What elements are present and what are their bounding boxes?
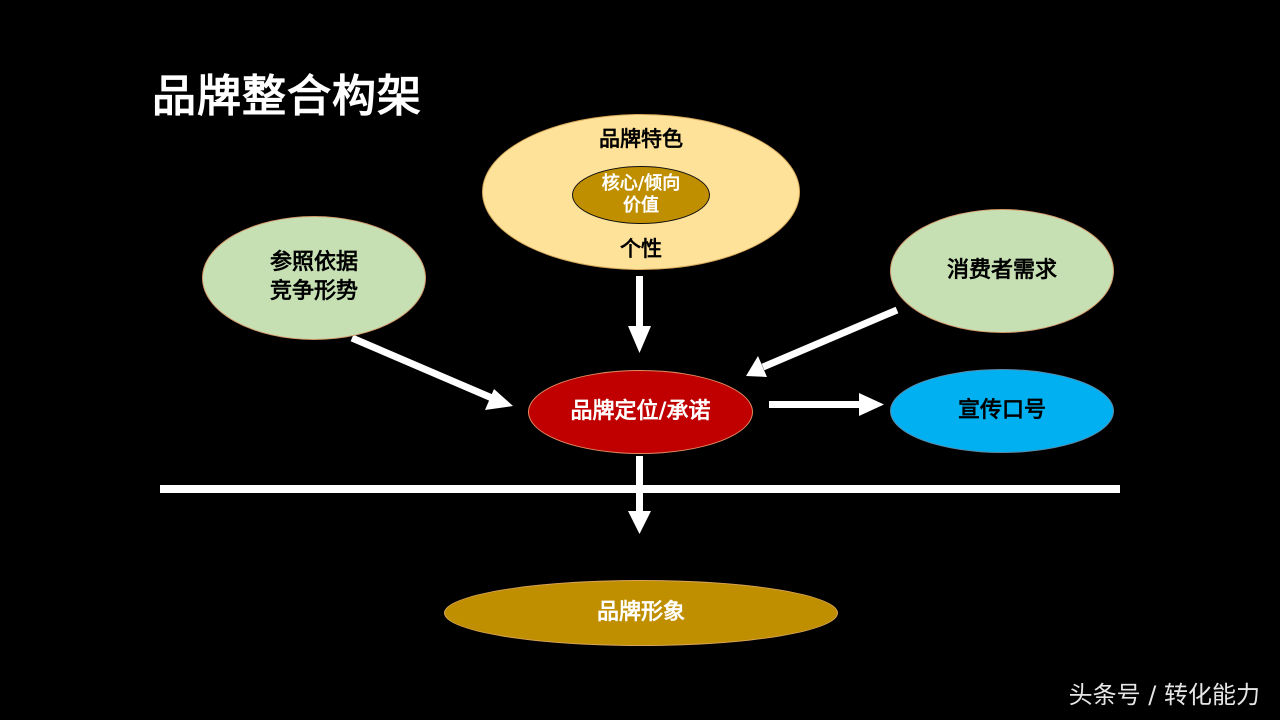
divider-line bbox=[160, 485, 1120, 493]
reference-basis-line2: 竞争形势 bbox=[269, 279, 358, 304]
brand-positioning-ellipse: 品牌定位/承诺 bbox=[528, 370, 753, 454]
brand-features-label: 品牌特色 bbox=[599, 127, 683, 151]
core-value-ellipse: 核心/倾向 价值 bbox=[572, 166, 710, 224]
slogan-label: 宣传口号 bbox=[957, 397, 1046, 423]
brand-image-ellipse: 品牌形象 bbox=[444, 580, 838, 646]
arrow-features-to-positioning bbox=[628, 276, 651, 353]
reference-basis-line1: 参照依据 bbox=[269, 250, 358, 276]
personality-label: 个性 bbox=[620, 237, 662, 261]
watermark: 头条号 / 转化能力 bbox=[1068, 681, 1260, 709]
core-value-line1: 核心/倾向 bbox=[601, 172, 681, 194]
reference-basis-ellipse: 参照依据 竞争形势 bbox=[202, 216, 426, 340]
core-value-line2: 价值 bbox=[623, 195, 659, 216]
arrow-positioning-to-slogan bbox=[769, 393, 884, 416]
brand-positioning-label: 品牌定位/承诺 bbox=[570, 398, 711, 424]
brand-image-label: 品牌形象 bbox=[596, 599, 685, 625]
arrow-reference-to-positioning bbox=[350, 334, 513, 410]
consumer-demand-label: 消费者需求 bbox=[946, 257, 1057, 283]
slogan-ellipse: 宣传口号 bbox=[890, 369, 1114, 453]
consumer-demand-ellipse: 消费者需求 bbox=[890, 209, 1114, 333]
slide-title: 品牌整合构架 bbox=[152, 71, 422, 122]
arrow-positioning-to-brand-image bbox=[628, 456, 651, 534]
arrow-consumer-to-positioning bbox=[746, 306, 899, 377]
